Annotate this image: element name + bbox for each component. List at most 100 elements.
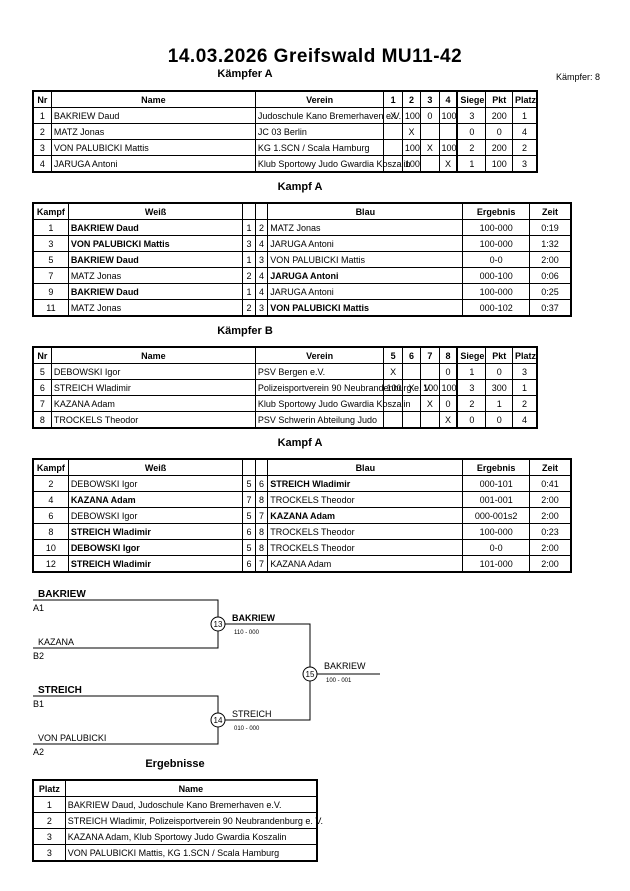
page-title: 14.03.2026 Greifswald MU11-42 <box>167 46 463 67</box>
results-cell: KAZANA Adam, Klub Sportowy Judo Gwardia … <box>64 828 318 845</box>
results-header-0: Platz <box>32 779 66 797</box>
pool-a-title: Kämpfer A <box>217 68 273 80</box>
fights-b-cell: 5 <box>242 475 256 492</box>
pool-a-cell <box>420 123 440 140</box>
knockout-bracket: BAKRIEW A1 KAZANA B2 13 BAKRIEW 110 - 00… <box>33 589 380 757</box>
fights-a-cell: 000-102 <box>462 299 530 317</box>
fights-b-cell: 000-001s2 <box>462 507 530 524</box>
pool-a-header-5: 3 <box>420 90 440 108</box>
fights-b-cell: 6 <box>242 523 256 540</box>
pool-b-header-3: 5 <box>383 346 403 364</box>
pool-a-cell: 200 <box>485 107 513 124</box>
pool-a-cell: MATZ Jonas <box>50 123 256 140</box>
fights-b-header-3 <box>254 458 269 476</box>
pool-a-cell: 100 <box>438 139 458 156</box>
semi1-top-name: BAKRIEW <box>38 589 86 600</box>
pool-b-cell: 100 <box>420 379 440 396</box>
results-cell: 3 <box>32 844 66 862</box>
pool-b-header-5: 7 <box>420 346 440 364</box>
pool-a-cell: X <box>438 155 458 173</box>
fights-a-cell: 2 <box>254 219 269 236</box>
pool-b-cell: 3 <box>456 379 487 396</box>
pool-a-header-1: Name <box>50 90 256 108</box>
fights-b-cell: STREICH Wladimir <box>67 523 244 540</box>
pool-a-header-4: 2 <box>401 90 422 108</box>
fights-b-cell: 5 <box>242 507 256 524</box>
fights-b-cell: 8 <box>254 539 269 556</box>
fights-b-cell: 101-000 <box>462 555 530 573</box>
pool-b-cell: X <box>438 411 458 429</box>
semi2-top-name: STREICH <box>38 685 82 696</box>
pool-a-cell: JC 03 Berlin <box>254 123 385 140</box>
pool-b-cell: 7 <box>32 395 52 412</box>
pool-b-cell: STREICH Wladimir <box>50 379 256 396</box>
semi2-bottom-seed: A2 <box>33 747 44 757</box>
fights-b-header-1: Weiß <box>67 458 244 476</box>
pool-a-cell: JARUGA Antoni <box>50 155 256 173</box>
fights-b-cell: 2:00 <box>528 491 572 508</box>
fights-b-cell: 2:00 <box>528 555 572 573</box>
pool-b-cell: 4 <box>511 411 538 429</box>
fights-a-cell: 000-100 <box>462 267 530 284</box>
fights-a-cell: 3 <box>32 235 69 252</box>
pool-a-cell <box>420 155 440 173</box>
pool-b-cell: 8 <box>32 411 52 429</box>
pool-a-header-3: 1 <box>383 90 403 108</box>
pool-a-header-0: Nr <box>32 90 52 108</box>
fights-a-cell: VON PALUBICKI Mattis <box>67 235 244 252</box>
pool-a-cell: 3 <box>511 155 538 173</box>
fights-a-cell: 2 <box>242 299 256 317</box>
pool-b-cell: 1 <box>485 395 513 412</box>
semi2-winner: STREICH <box>232 709 272 719</box>
pool-b-cell: 0 <box>485 363 513 380</box>
fights-b-cell: DEBOWSKI Igor <box>67 507 244 524</box>
pool-b-header-9: Platz <box>511 346 538 364</box>
pool-a-cell <box>438 123 458 140</box>
fights-a-cell: 3 <box>254 299 269 317</box>
fights-a-header-5: Ergebnis <box>462 202 530 220</box>
fights-a-cell: JARUGA Antoni <box>267 267 464 284</box>
fights-b-cell: DEBOWSKI Igor <box>67 475 244 492</box>
pool-a-cell <box>383 123 403 140</box>
results-cell: 2 <box>32 812 66 829</box>
fights-a-cell: 100-000 <box>462 283 530 300</box>
fights-a-header-4: Blau <box>267 202 464 220</box>
pool-a-cell: KG 1.SCN / Scala Hamburg <box>254 139 385 156</box>
pool-b-header-4: 6 <box>401 346 422 364</box>
fights-a-cell: JARUGA Antoni <box>267 235 464 252</box>
semi1-winner: BAKRIEW <box>232 613 276 623</box>
fights-b-header-5: Ergebnis <box>462 458 530 476</box>
pool-b-cell <box>383 411 403 429</box>
pool-b-cell <box>401 363 422 380</box>
pool-a-cell: X <box>401 123 422 140</box>
pool-b-cell: 3 <box>511 363 538 380</box>
semi2-fight-number: 14 <box>214 716 223 725</box>
pool-a-cell: BAKRIEW Daud <box>50 107 256 124</box>
fights-a-cell: BAKRIEW Daud <box>67 251 244 268</box>
fights-a-cell: BAKRIEW Daud <box>67 219 244 236</box>
semi2-top-seed: B1 <box>33 699 44 709</box>
semi1-score: 110 - 000 <box>234 630 260 636</box>
results-header-1: Name <box>64 779 318 797</box>
fights-a-cell: 0:37 <box>528 299 572 317</box>
pool-a-header-2: Verein <box>254 90 385 108</box>
fights-a-cell: VON PALUBICKI Mattis <box>267 299 464 317</box>
semi2-score: 010 - 000 <box>234 726 260 732</box>
pool-b-cell: 1 <box>456 363 487 380</box>
fights-a-cell: 1:32 <box>528 235 572 252</box>
pool-a-cell: 0 <box>456 123 487 140</box>
fights-b-cell: KAZANA Adam <box>267 507 464 524</box>
